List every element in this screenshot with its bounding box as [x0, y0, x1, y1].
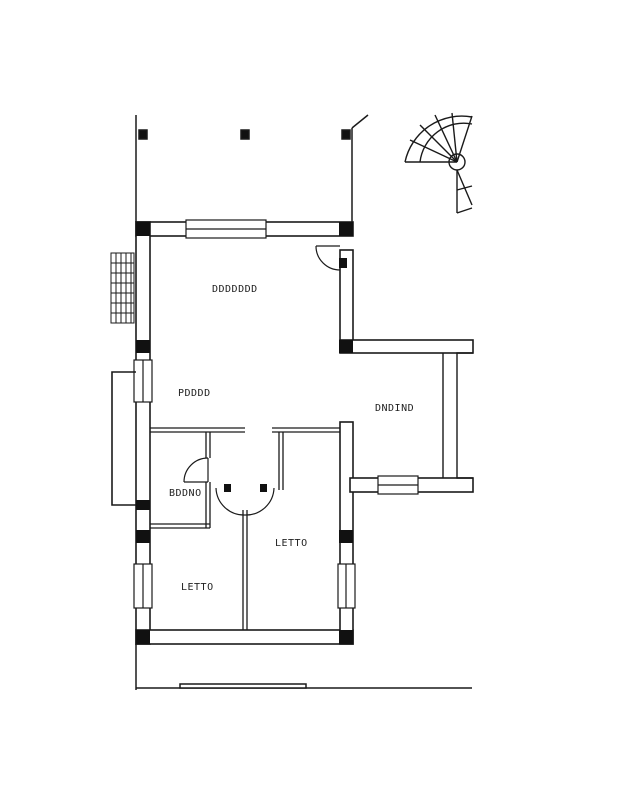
- door-bath: [183, 457, 209, 483]
- bottom-terrace: [135, 644, 472, 690]
- room-label-left: PDDDD: [178, 388, 211, 399]
- interior-partitions: [150, 427, 340, 630]
- room-label-main: DDDDDDD: [212, 284, 258, 295]
- room-label-bath: BDDNO: [169, 488, 202, 499]
- spiral-staircase: [404, 112, 473, 214]
- window-left-upper: [133, 359, 153, 403]
- door-bedrooms: [215, 487, 275, 516]
- balcony-left: [111, 371, 136, 506]
- exterior-walls: [135, 221, 474, 645]
- door-jambs: [224, 484, 267, 492]
- window-left-lower: [133, 563, 153, 609]
- window-right-lower: [337, 563, 356, 609]
- window-top: [185, 219, 267, 239]
- exterior-terrace: [135, 114, 369, 222]
- radiator: [110, 252, 135, 324]
- window-right-bottom: [377, 475, 419, 495]
- room-labels: DDDDDDD PDDDD DNDIND BDDNO LETTO LETTO: [169, 284, 414, 593]
- room-label-right: DNDIND: [375, 403, 414, 414]
- right-extension: [442, 352, 473, 479]
- room-label-bed2: LETTO: [275, 538, 308, 549]
- room-label-bed1: LETTO: [181, 582, 214, 593]
- door-entry: [315, 245, 341, 271]
- columns: [136, 222, 353, 644]
